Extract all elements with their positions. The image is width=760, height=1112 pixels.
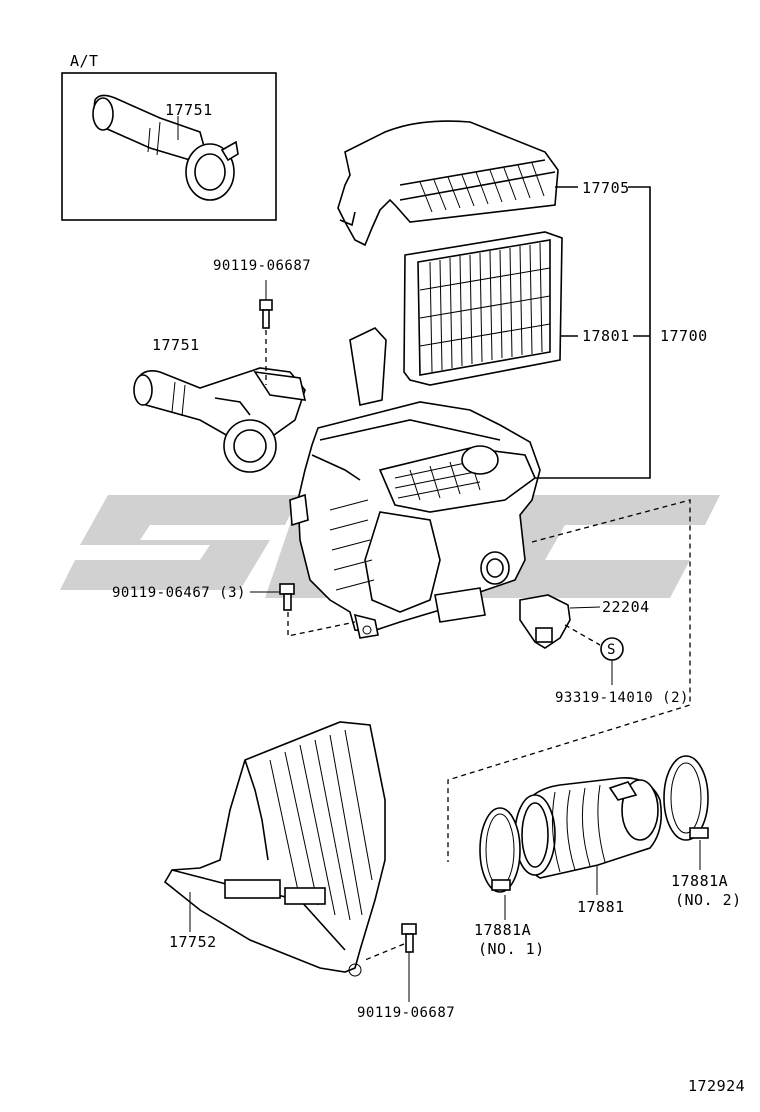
figure-number: 172924 [688,1077,746,1095]
air-cleaner-cap-17705 [337,120,559,247]
intake-duct-17752 [163,721,386,977]
bolt-90119-06687-top [259,280,273,385]
label-90119-06467: 90119-06467 (3) [112,585,246,601]
hose-17881 [514,777,663,895]
screw-symbol [600,637,624,685]
assembly-bracket-17700 [535,186,651,479]
label-17881: 17881 [577,898,625,916]
bolt-90119-06467 [250,583,356,637]
sensor-22204 [519,594,601,649]
air-cleaner-case [289,327,541,639]
inset-box [61,72,277,221]
dashed-leader-hose [447,499,691,862]
label-17752: 17752 [169,933,217,951]
label-17881a-no1: 17881A [474,921,532,939]
label-22204: 22204 [602,598,650,616]
filter-element-17801 [403,231,563,386]
label-17751-inset: 17751 [165,101,213,119]
label-93319-14010: 93319-14010 (2) [555,690,689,706]
label-17881a-no1-sub: (NO. 1) [478,940,545,958]
inlet-hose-17751 [133,367,307,473]
clamp-17881a-no1 [479,807,521,920]
label-90119-06687-top: 90119-06687 [213,258,312,274]
label-17700: 17700 [660,327,708,345]
clamp-17881a-no2 [663,755,709,870]
label-17881a-no2: 17881A [671,872,729,890]
inset-label-at: A/T [70,52,99,70]
inset-hose-17751 [92,94,239,201]
label-17801: 17801 [582,327,630,345]
label-90119-06687-bottom: 90119-06687 [357,1005,456,1021]
screw-s-letter: S [607,642,616,658]
label-17705: 17705 [582,179,630,197]
label-17881a-no2-sub: (NO. 2) [675,891,742,909]
label-17751: 17751 [152,336,200,354]
bolt-90119-06687-bottom [364,923,417,1002]
